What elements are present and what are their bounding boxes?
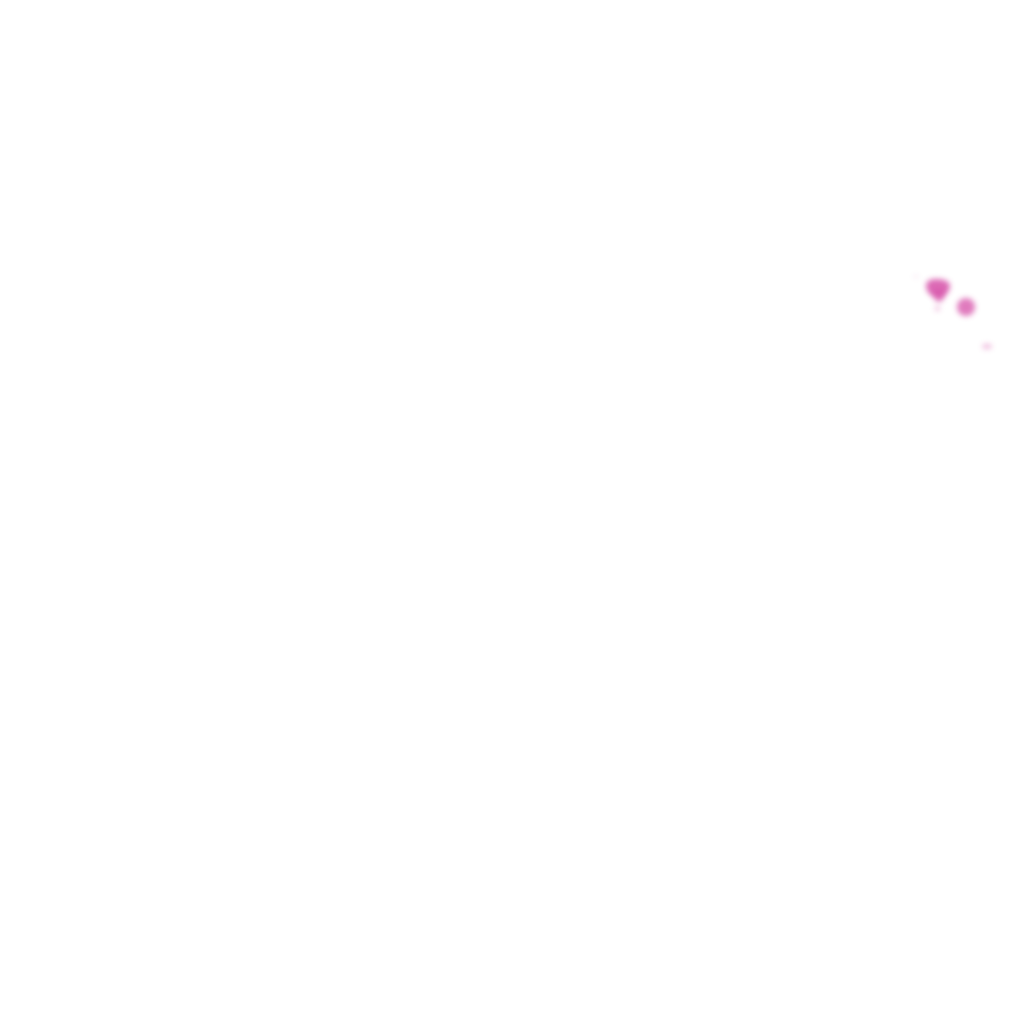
pink-blob (934, 290, 944, 302)
pink-blob (957, 298, 975, 316)
pink-blob (926, 279, 950, 297)
pink-blob (914, 275, 918, 278)
pink-blob (982, 344, 992, 349)
pink-blob (935, 306, 940, 311)
